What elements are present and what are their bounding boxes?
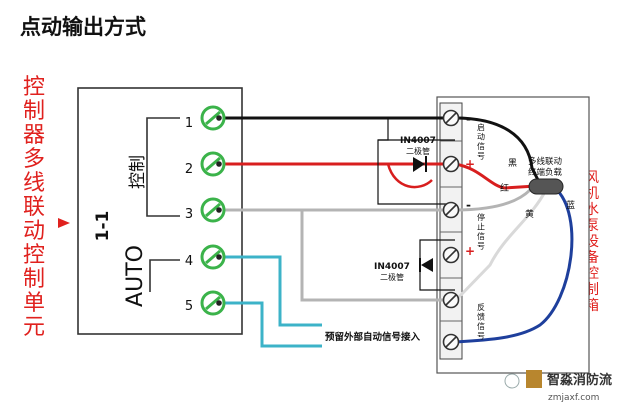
screw-slot [445, 204, 457, 216]
wire-red-loop [386, 163, 433, 189]
left-arrow-icon [58, 218, 70, 228]
diode-top-type: 二极管 [406, 146, 430, 156]
wire-blue [454, 186, 574, 344]
polarity-minus: - [466, 112, 471, 126]
diode-bottom-part: IN4007 [374, 262, 410, 272]
terminal-contact-dot [216, 115, 222, 121]
control-label: 控制 [128, 155, 148, 189]
screw-slot [445, 249, 457, 261]
equipment-terminals [442, 109, 460, 351]
module-id: 1-1 [93, 211, 113, 242]
stop-signal-label: 停止信号 [477, 212, 485, 251]
feedback-signal-label: 反馈信号 [477, 302, 485, 341]
wire-gray-feedback [213, 208, 455, 302]
terminal-contact-dot [216, 161, 222, 167]
terminal-contact-dot [216, 207, 222, 213]
page-title: 点动输出方式 [20, 15, 146, 39]
auto-bracket [149, 259, 180, 292]
controller-terminal-number: 3 [185, 207, 193, 222]
terminal-contact-dot [216, 300, 222, 306]
wire-blue-label: 蓝 [566, 199, 575, 211]
terminal-slot [205, 249, 221, 265]
load-label-line2: 终端负载 [528, 167, 563, 178]
terminal-slot [205, 110, 221, 126]
controller-terminal-number: 2 [185, 162, 193, 177]
wire-cyan-5 [213, 301, 322, 348]
terminal-slot [205, 295, 221, 311]
terminal-strip-dividers [440, 140, 462, 322]
diode-top-part: IN4007 [400, 136, 436, 146]
controller-unit-label: 控制器多线联动控制单元 [23, 75, 45, 340]
wire-black-load [454, 116, 540, 181]
wire-yellow [456, 189, 548, 300]
diode-bottom-type: 二极管 [380, 272, 404, 282]
terminal-slot [205, 202, 221, 218]
start-signal-label: 启动信号 [477, 122, 485, 161]
watermark-url: zmjaxf.com [548, 393, 599, 403]
controller-terminals [200, 105, 226, 316]
polarity-minus: - [466, 198, 471, 212]
wire-cyan-4 [213, 255, 322, 327]
diode-top-icon [413, 157, 425, 172]
control-bracket [146, 117, 180, 217]
wire-red-load [454, 162, 537, 190]
screw-slot [445, 158, 457, 170]
polarity-plus: + [465, 244, 475, 258]
terminal-slot [205, 156, 221, 172]
auto-label: AUTO [123, 245, 148, 307]
wechat-icon [504, 373, 520, 389]
watermark-brand: 智淼消防流 [547, 372, 612, 388]
terminal-load-icon [528, 178, 564, 195]
controller-terminal-number: 5 [185, 299, 193, 314]
screw-slot [445, 336, 457, 348]
screw-slot [445, 294, 457, 306]
diode-bottom-icon [421, 258, 433, 272]
wire-black-label: 黑 [508, 158, 517, 169]
wire-gray-load [454, 188, 532, 212]
screw-slot [445, 112, 457, 124]
polarity-plus: + [465, 157, 475, 171]
wire-yellow-label: 黄 [525, 208, 534, 220]
external-signal-note: 预留外部自动信号接入 [325, 331, 421, 343]
controller-terminal-number: 4 [185, 254, 193, 269]
brand-logo-icon [526, 370, 542, 388]
terminal-contact-dot [216, 254, 222, 260]
controller-terminal-number: 1 [185, 116, 193, 131]
load-label-line1: 多线联动 [528, 156, 563, 167]
wire-red-label: 红 [500, 182, 509, 194]
